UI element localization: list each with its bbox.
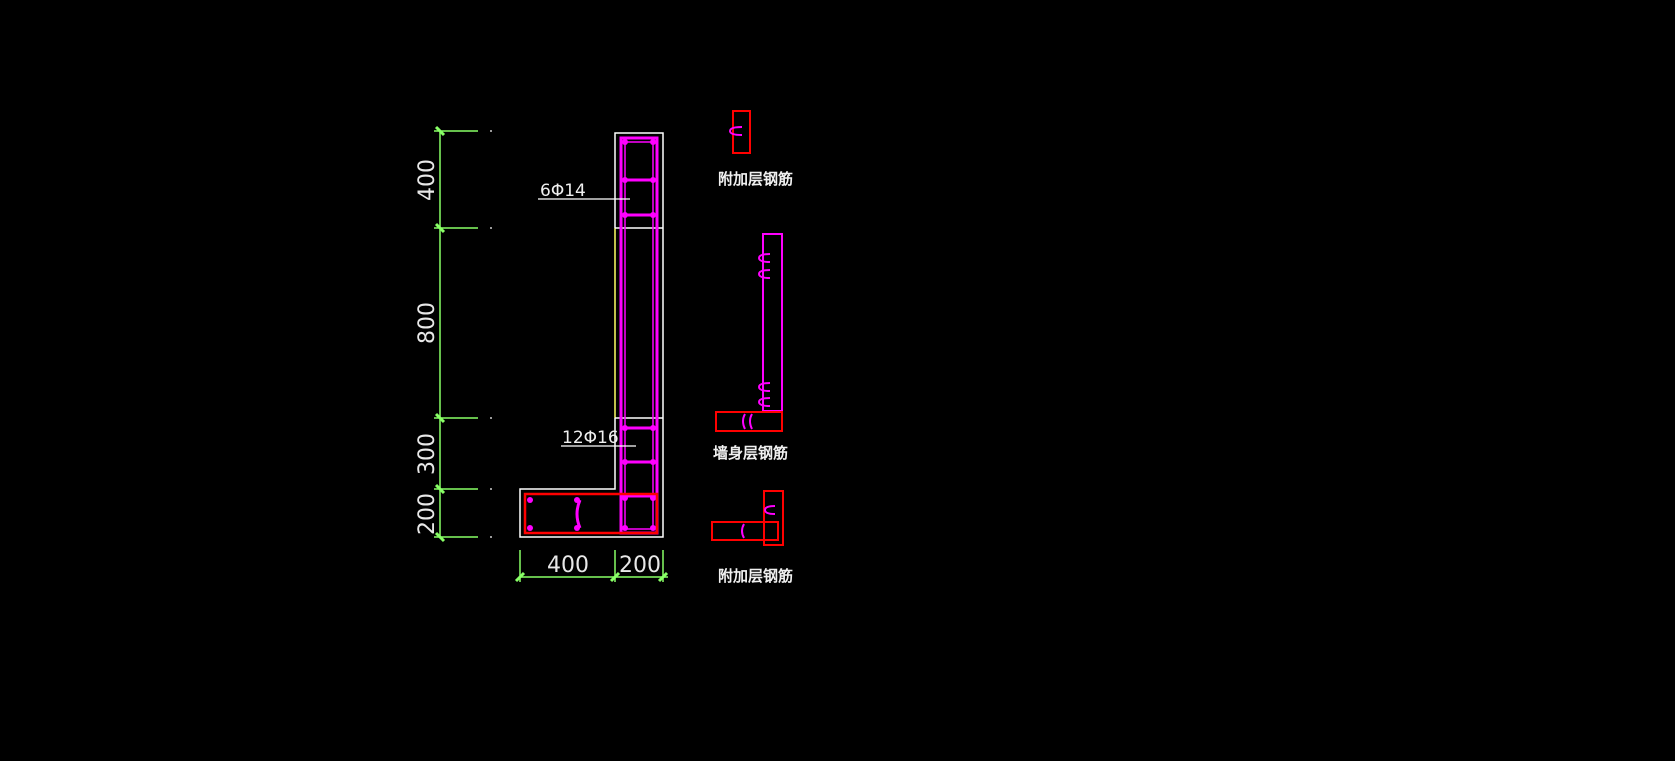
detail-label-wall-layer: 墙身层钢筋 (713, 444, 788, 462)
rebar-label-6d14: 6Φ14 (540, 181, 586, 201)
horizontal-dimension-chain (514, 550, 669, 583)
detail-wall-layer (715, 233, 783, 432)
tie-hook (575, 499, 582, 529)
rebar-label-12d16: 12Φ16 (562, 428, 619, 448)
dim-200-vertical: 200 (415, 493, 440, 535)
rebar-dots (527, 139, 656, 531)
detail-label-additional-1: 附加层钢筋 (718, 170, 793, 188)
detail-label-additional-2: 附加层钢筋 (718, 567, 793, 585)
dim-300-vertical: 300 (415, 433, 440, 475)
wall-outline (519, 132, 664, 538)
dim-400-horizontal: 400 (547, 553, 589, 578)
detail-additional-layer-1 (728, 110, 751, 154)
detail-additional-layer-2 (711, 490, 784, 546)
dim-400-vertical: 400 (415, 159, 440, 201)
dim-800-vertical: 800 (415, 302, 440, 344)
dim-200-horizontal: 200 (619, 553, 661, 578)
horizontal-stirrup (523, 492, 659, 535)
vertical-stirrups (619, 136, 659, 535)
extension-dots (490, 130, 492, 538)
vertical-dimension-chain (434, 125, 478, 543)
